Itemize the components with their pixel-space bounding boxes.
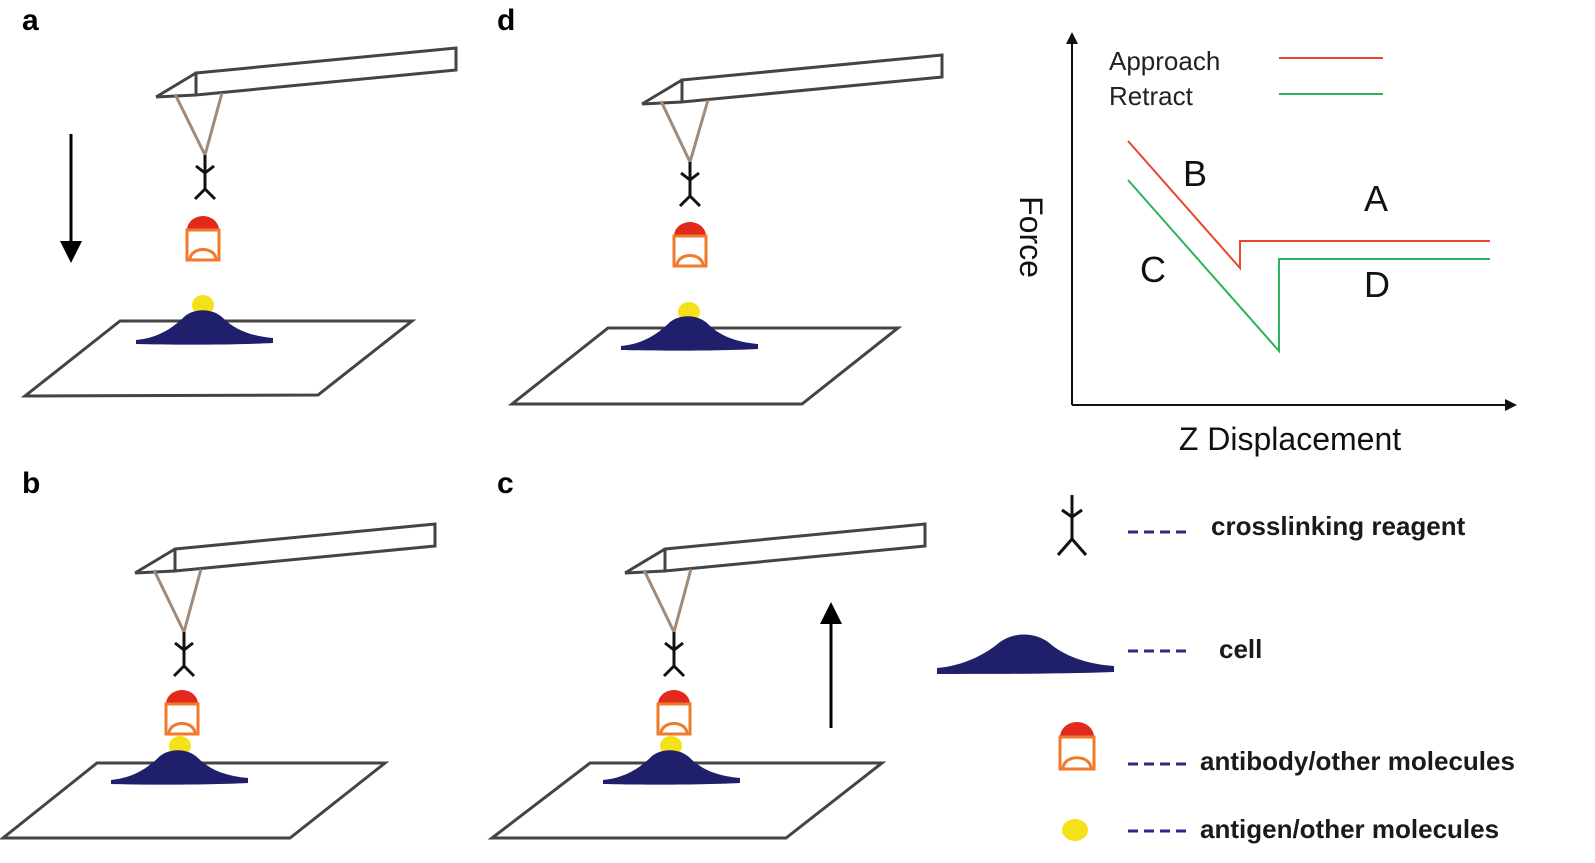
legend-item-antibody: antibody/other molecules	[1058, 722, 1515, 776]
afm-tip-c	[642, 568, 693, 637]
antibody-a	[185, 214, 221, 262]
panel-d	[507, 53, 944, 406]
substrate-b	[0, 761, 390, 840]
legend-label-antigen: antigen/other molecules	[1200, 814, 1499, 844]
legend: crosslinking reagent cell antibody/other…	[937, 495, 1515, 844]
cantilever-c	[623, 522, 927, 575]
y-axis	[1066, 32, 1078, 405]
legend-label-crosslinker: crosslinking reagent	[1211, 511, 1466, 541]
cell-a	[136, 310, 273, 345]
crosslinker-b	[172, 630, 196, 678]
antibody-icon	[1058, 722, 1096, 771]
force-curve-graph: Force Z Displacement Approach Retract B …	[1013, 32, 1517, 457]
panel-c	[487, 522, 927, 840]
antibody-b	[164, 688, 200, 736]
legend-retract-label: Retract	[1109, 81, 1194, 111]
legend-approach-label: Approach	[1109, 46, 1220, 76]
antigen-a	[192, 295, 214, 315]
curve-label-d: D	[1364, 264, 1390, 305]
legend-label-cell: cell	[1219, 634, 1262, 664]
curve-label-a: A	[1364, 178, 1388, 219]
cantilever-b	[133, 522, 437, 575]
retract-curve	[1127, 179, 1490, 354]
substrate-d	[507, 326, 903, 406]
legend-item-cell: cell	[937, 634, 1262, 674]
down-arrow-a	[60, 134, 82, 263]
antibody-c	[656, 688, 692, 736]
panel-label-d: d	[497, 4, 515, 37]
panel-a	[20, 46, 458, 398]
cell-d	[621, 316, 758, 351]
up-arrow-c	[820, 602, 842, 728]
y-axis-title: Force	[1013, 196, 1049, 278]
panel-b	[0, 522, 437, 840]
crosslinker-c	[662, 630, 686, 678]
cantilever-a	[154, 46, 458, 99]
approach-curve	[1127, 140, 1490, 271]
antibody-d	[672, 220, 708, 268]
cell-c	[603, 750, 740, 785]
afm-tip-d	[659, 99, 710, 167]
antigen-icon	[1062, 819, 1088, 841]
curve-label-c: C	[1140, 249, 1166, 290]
afm-tip-a	[173, 92, 224, 160]
x-axis	[1072, 399, 1517, 411]
cell-b	[111, 750, 248, 785]
panel-label-c: c	[497, 467, 514, 500]
legend-item-antigen: antigen/other molecules	[1062, 814, 1499, 844]
crosslinker-icon	[1056, 495, 1088, 556]
x-axis-title: Z Displacement	[1179, 421, 1401, 457]
crosslinker-a	[193, 153, 217, 201]
curve-label-b: B	[1183, 153, 1207, 194]
crosslinker-d	[678, 160, 702, 208]
substrate-c	[487, 761, 887, 840]
cantilever-d	[640, 53, 944, 106]
panel-label-b: b	[22, 467, 40, 500]
substrate-a	[20, 319, 417, 398]
legend-label-antibody: antibody/other molecules	[1200, 746, 1515, 776]
legend-item-crosslinker: crosslinking reagent	[1056, 495, 1466, 556]
afm-tip-b	[152, 568, 203, 637]
cell-icon	[937, 634, 1114, 674]
panel-label-a: a	[22, 4, 39, 37]
